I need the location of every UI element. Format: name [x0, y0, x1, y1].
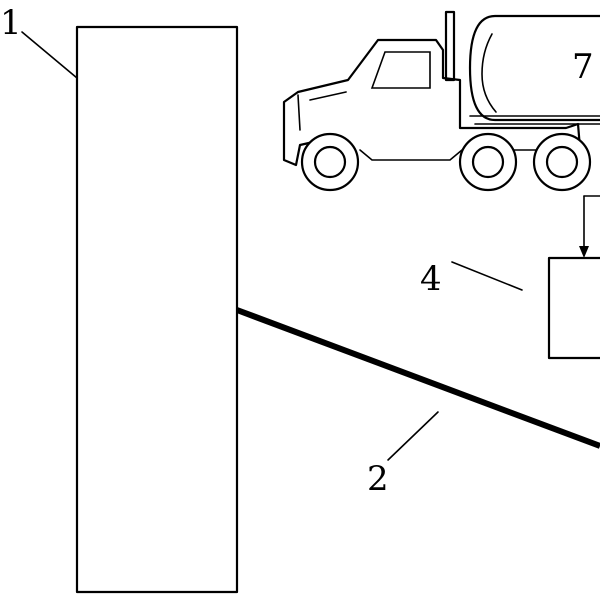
leader-line-2	[387, 411, 439, 461]
wheel-front-inner	[313, 145, 347, 179]
ref-label-7: 7	[572, 47, 594, 87]
exhaust-stack	[444, 10, 456, 82]
arrow-head-icon	[579, 246, 589, 258]
leader-line-4	[451, 261, 523, 291]
leader-line-1	[21, 31, 78, 79]
ref-label-4: 4	[420, 259, 442, 299]
wheel-drive-2-inner	[545, 145, 579, 179]
ref-label-1: 1	[0, 3, 22, 43]
tank-base-rail	[469, 115, 600, 125]
tank-highlight	[481, 33, 497, 113]
tank-body	[468, 14, 600, 122]
component-2-inclined-line	[235, 307, 600, 449]
ref-label-2: 2	[367, 459, 389, 499]
component-4-box	[547, 256, 600, 360]
wheel-drive-1-inner	[471, 145, 505, 179]
truck-hood-line	[297, 91, 347, 131]
component-1-block	[75, 25, 239, 594]
component-7-tanker-truck: 7	[282, 10, 600, 192]
truck-window	[370, 51, 431, 89]
truck-chassis	[359, 149, 539, 161]
